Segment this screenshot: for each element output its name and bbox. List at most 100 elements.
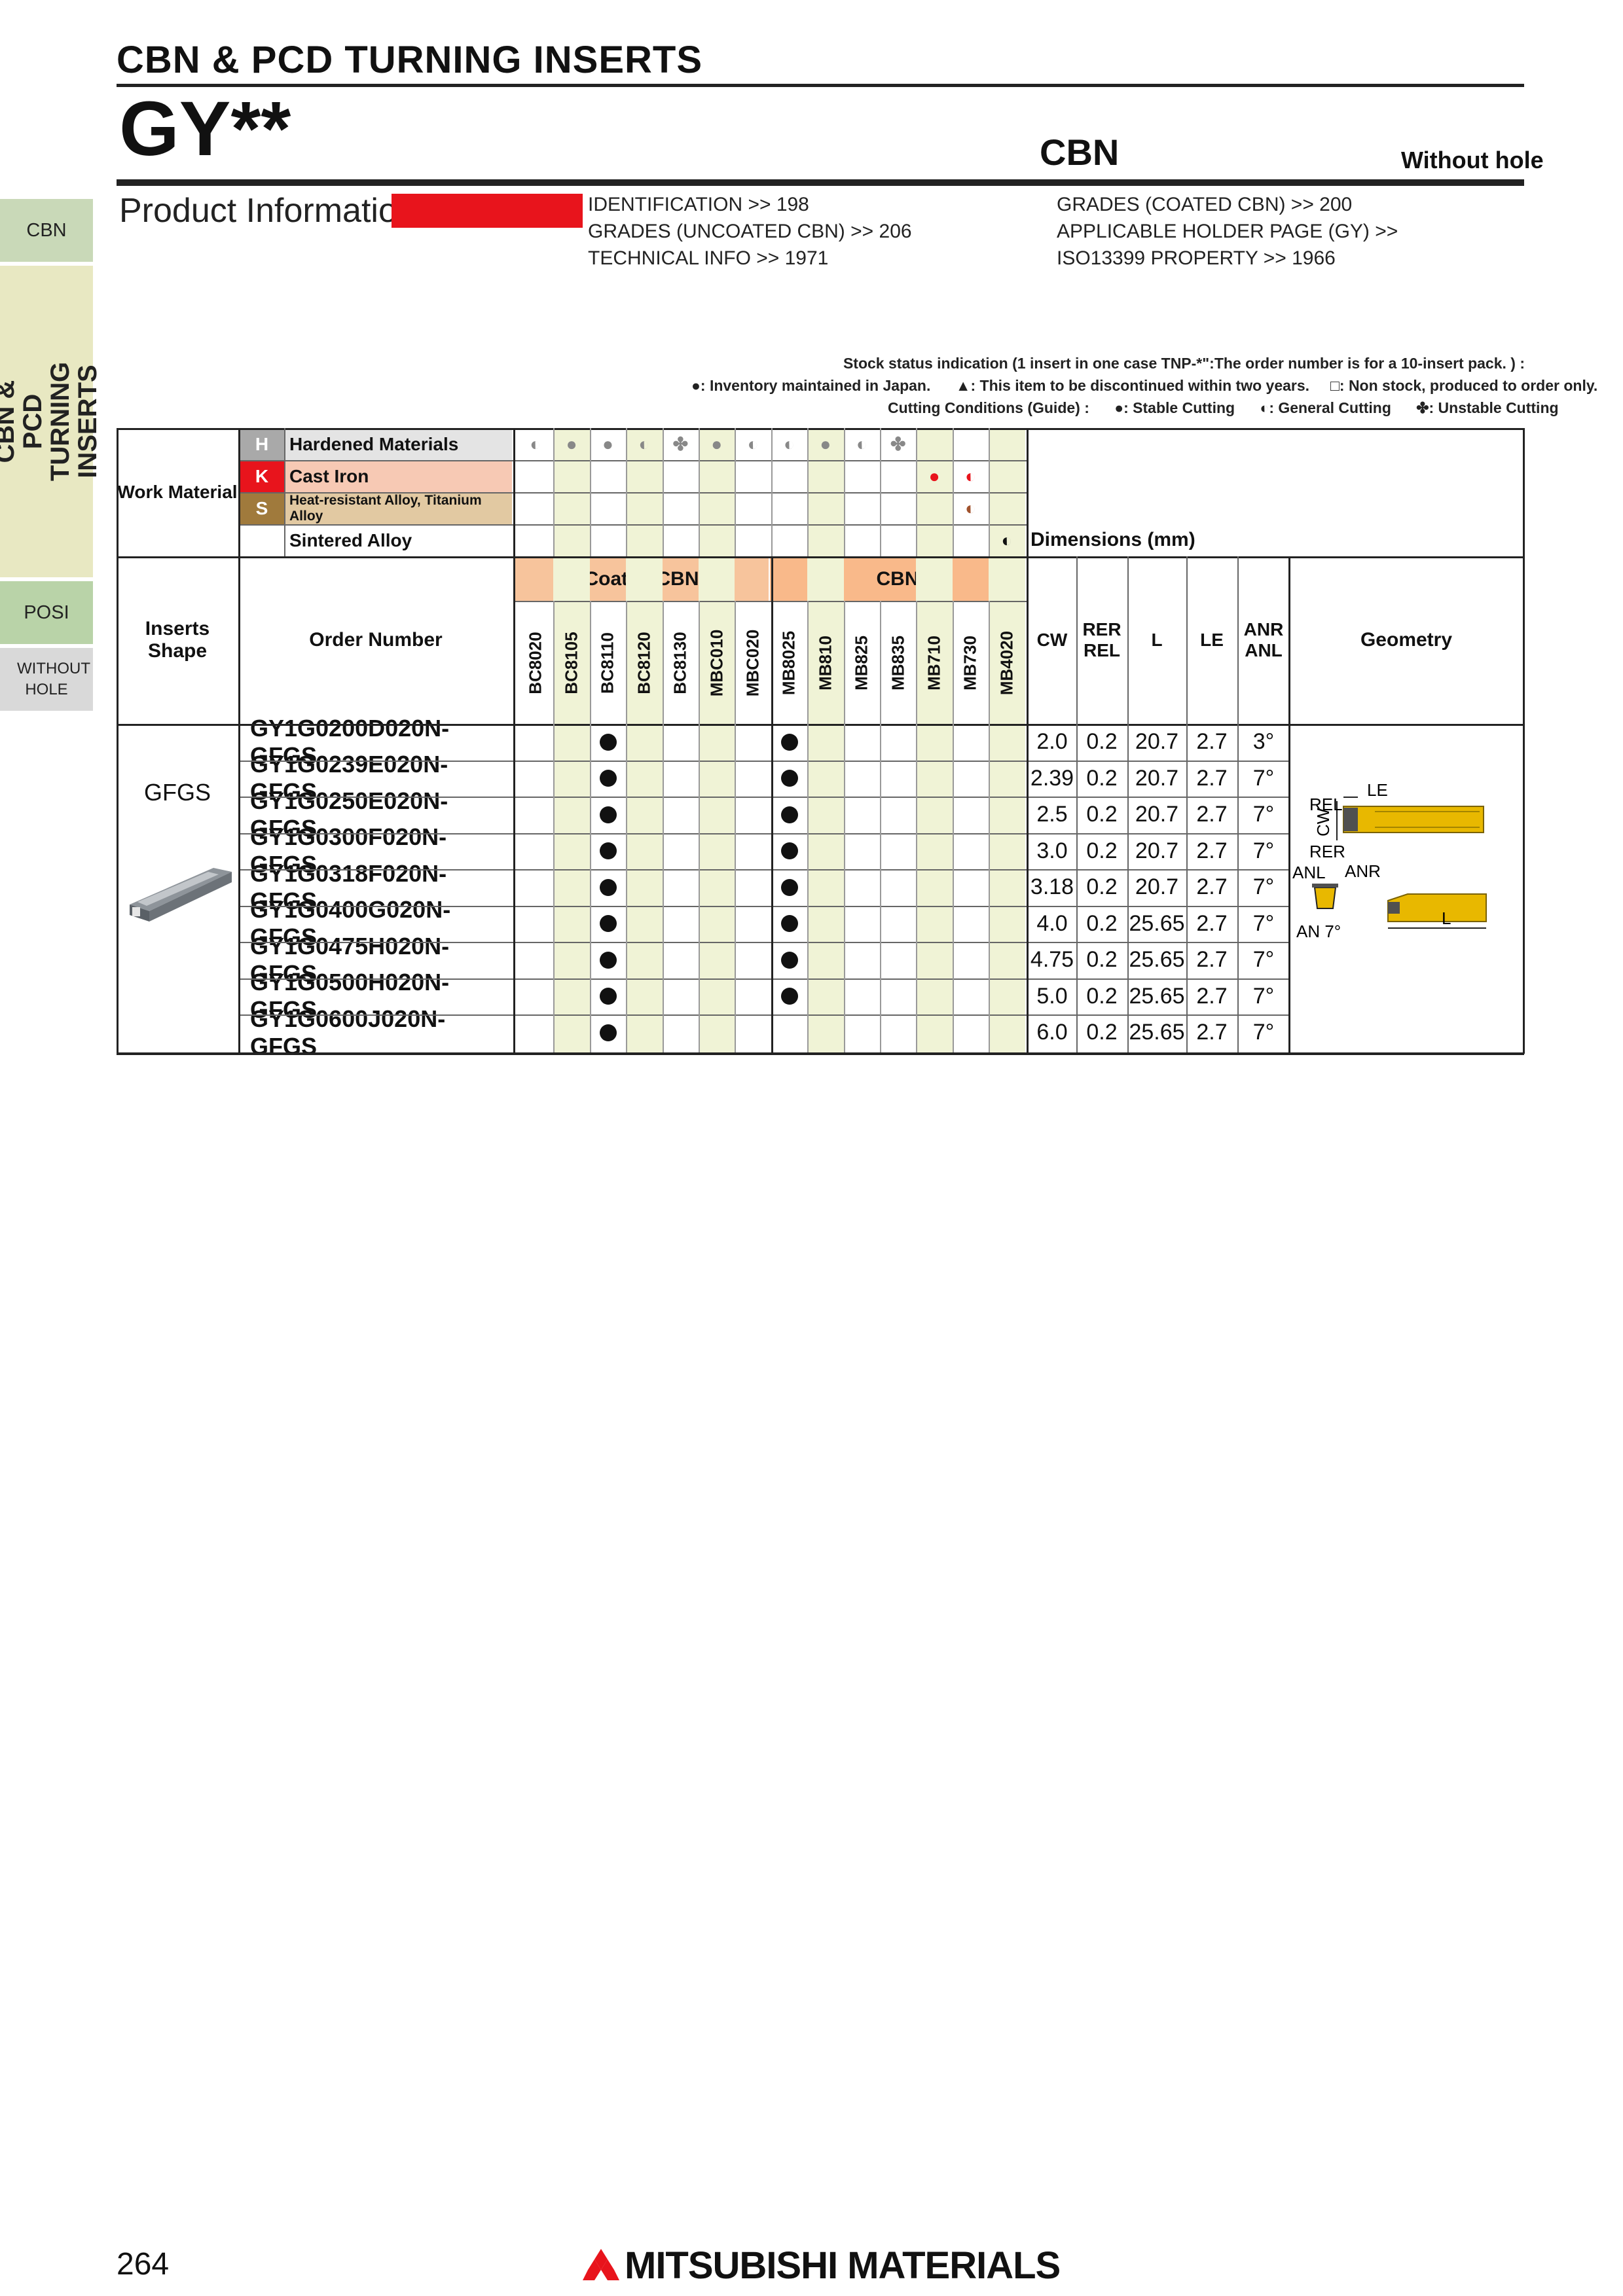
material-code: K <box>240 460 284 492</box>
shape-name: GFGS <box>143 779 211 806</box>
stable-cutting-icon: ● <box>820 433 831 454</box>
grade-header: BC8105 <box>561 632 581 694</box>
stable-cutting-icon: ● <box>1114 399 1124 416</box>
stock-dot-icon <box>599 915 617 933</box>
inserts-shape-label: Inserts Shape <box>145 618 210 662</box>
general-cutting-icon: ◐ <box>965 465 976 486</box>
grid-line <box>240 978 1290 980</box>
stable-cutting-icon: ● <box>928 465 940 486</box>
product-info-bar <box>392 194 583 228</box>
stock-dot-icon <box>599 1024 617 1041</box>
grade-header: MBC020 <box>742 629 763 697</box>
grid-line <box>807 428 809 556</box>
square-icon: □ <box>1330 377 1340 394</box>
dimension-value: 7° <box>1252 802 1275 827</box>
grid-line <box>699 428 700 556</box>
grid-line <box>989 428 991 556</box>
general-cutting-icon: ◐ <box>784 433 795 454</box>
material-code: H <box>240 428 284 460</box>
grid-line <box>240 833 1290 834</box>
grid-line <box>589 428 591 556</box>
grade-column-stripe <box>553 428 590 1052</box>
grid-line <box>117 428 1524 430</box>
grade-header: MB825 <box>851 636 871 691</box>
grid-line <box>117 1052 1524 1055</box>
ref-link[interactable]: IDENTIFICATION >> 198 <box>588 194 809 215</box>
side-tab-without-hole[interactable]: WITHOUT HOLE <box>0 648 93 711</box>
dimension-value: 0.2 <box>1086 729 1118 755</box>
order-number[interactable]: GY1G0500H020N-GFGS <box>250 969 450 1024</box>
stock-dot-icon <box>780 878 798 896</box>
brand-name: MITSUBISHI MATERIALS <box>625 2244 1061 2287</box>
stock-dot-icon <box>599 770 617 787</box>
grid-line <box>240 869 1290 870</box>
side-tab-turning[interactable]: CBN & PCD TURNING INSERTS <box>0 266 102 577</box>
material-name: Heat-resistant Alloy, Titanium Alloy <box>285 492 512 524</box>
dimension-value: 2.7 <box>1196 802 1228 827</box>
triangle-icon: ▲ <box>955 377 971 394</box>
page-number: 264 <box>117 2247 170 2282</box>
grade-header: MBC010 <box>706 629 727 697</box>
dimensions-label: Dimensions (mm) <box>1030 529 1195 550</box>
stock-dot-icon <box>780 806 798 823</box>
grade-header: MB730 <box>960 636 980 691</box>
stock-dot-icon <box>599 733 617 751</box>
dimension-value: 2.7 <box>1196 729 1228 755</box>
ref-link[interactable]: GRADES (COATED CBN) >> 200 <box>1057 194 1353 215</box>
stable-cutting-icon: ● <box>602 433 613 454</box>
dimension-header: ANR ANL <box>1243 619 1284 660</box>
order-number[interactable]: GY1G0239E020N-GFGS <box>250 751 448 806</box>
grade-column-stripe <box>807 428 844 1052</box>
ref-link[interactable]: ISO13399 PROPERTY >> 1966 <box>1057 247 1336 269</box>
grid-line <box>843 428 845 556</box>
work-material-label: Work Material <box>117 482 238 502</box>
geometry-label-le: LE <box>1367 780 1388 800</box>
material-name: Sintered Alloy <box>285 524 512 556</box>
dimension-value: 25.65 <box>1129 1020 1185 1045</box>
grade-header: MB4020 <box>996 630 1017 696</box>
ref-link[interactable]: APPLICABLE HOLDER PAGE (GY) >> <box>1057 221 1398 242</box>
dimension-value: 0.2 <box>1086 910 1118 936</box>
grade-header: MB8025 <box>778 630 799 696</box>
insert-shape-image <box>130 868 232 922</box>
grade-header: MB810 <box>815 636 835 691</box>
stock-dot-icon <box>780 988 798 1005</box>
grade-column-stripe <box>699 428 735 1052</box>
ref-link[interactable]: GRADES (UNCOATED CBN) >> 206 <box>588 221 912 242</box>
grid-line <box>952 601 954 1052</box>
dimension-value: 2.5 <box>1036 802 1068 827</box>
dimension-value: 3.18 <box>1030 874 1074 900</box>
material-code: S <box>240 492 284 524</box>
dimension-value: 20.7 <box>1135 729 1179 755</box>
dimension-value: 0.2 <box>1086 802 1118 827</box>
order-number[interactable]: GY1G0600J020N-GFGS <box>250 1005 446 1060</box>
product-info-refs-left: IDENTIFICATION >> 198 GRADES (UNCOATED C… <box>588 191 912 272</box>
legend-line1: Stock status indication (1 insert in one… <box>843 355 1525 372</box>
grid-line <box>240 524 1028 526</box>
unstable-cutting-icon: ✤ <box>672 433 689 454</box>
grade-header: MB835 <box>888 636 908 691</box>
grid-line <box>240 905 1290 907</box>
grid-line <box>735 428 737 556</box>
stock-dot-icon <box>780 733 798 751</box>
grid-line <box>1127 556 1129 1052</box>
ref-link[interactable]: TECHNICAL INFO >> 1971 <box>588 247 829 269</box>
dimension-value: 0.2 <box>1086 874 1118 900</box>
dimension-value: 3.0 <box>1036 838 1068 863</box>
header-rule-thick <box>117 179 1524 186</box>
dimension-value: 7° <box>1252 947 1275 973</box>
dimension-value: 25.65 <box>1129 947 1185 973</box>
side-tab-cbn[interactable]: CBN <box>0 199 93 262</box>
dimension-header: LE <box>1200 630 1224 650</box>
grid-line <box>1237 556 1239 1052</box>
material-name: Cast Iron <box>285 460 512 492</box>
dimension-header: CW <box>1036 630 1068 650</box>
grid-line <box>589 601 591 1052</box>
grid-line <box>626 601 628 1052</box>
stable-cutting-icon: ● <box>566 433 577 454</box>
general-cutting-icon: ◐ <box>1001 529 1013 550</box>
grid-line <box>117 556 1524 558</box>
side-tab-posi[interactable]: POSI <box>0 581 93 644</box>
stock-dot-icon <box>599 842 617 860</box>
grid-line <box>240 942 1290 943</box>
